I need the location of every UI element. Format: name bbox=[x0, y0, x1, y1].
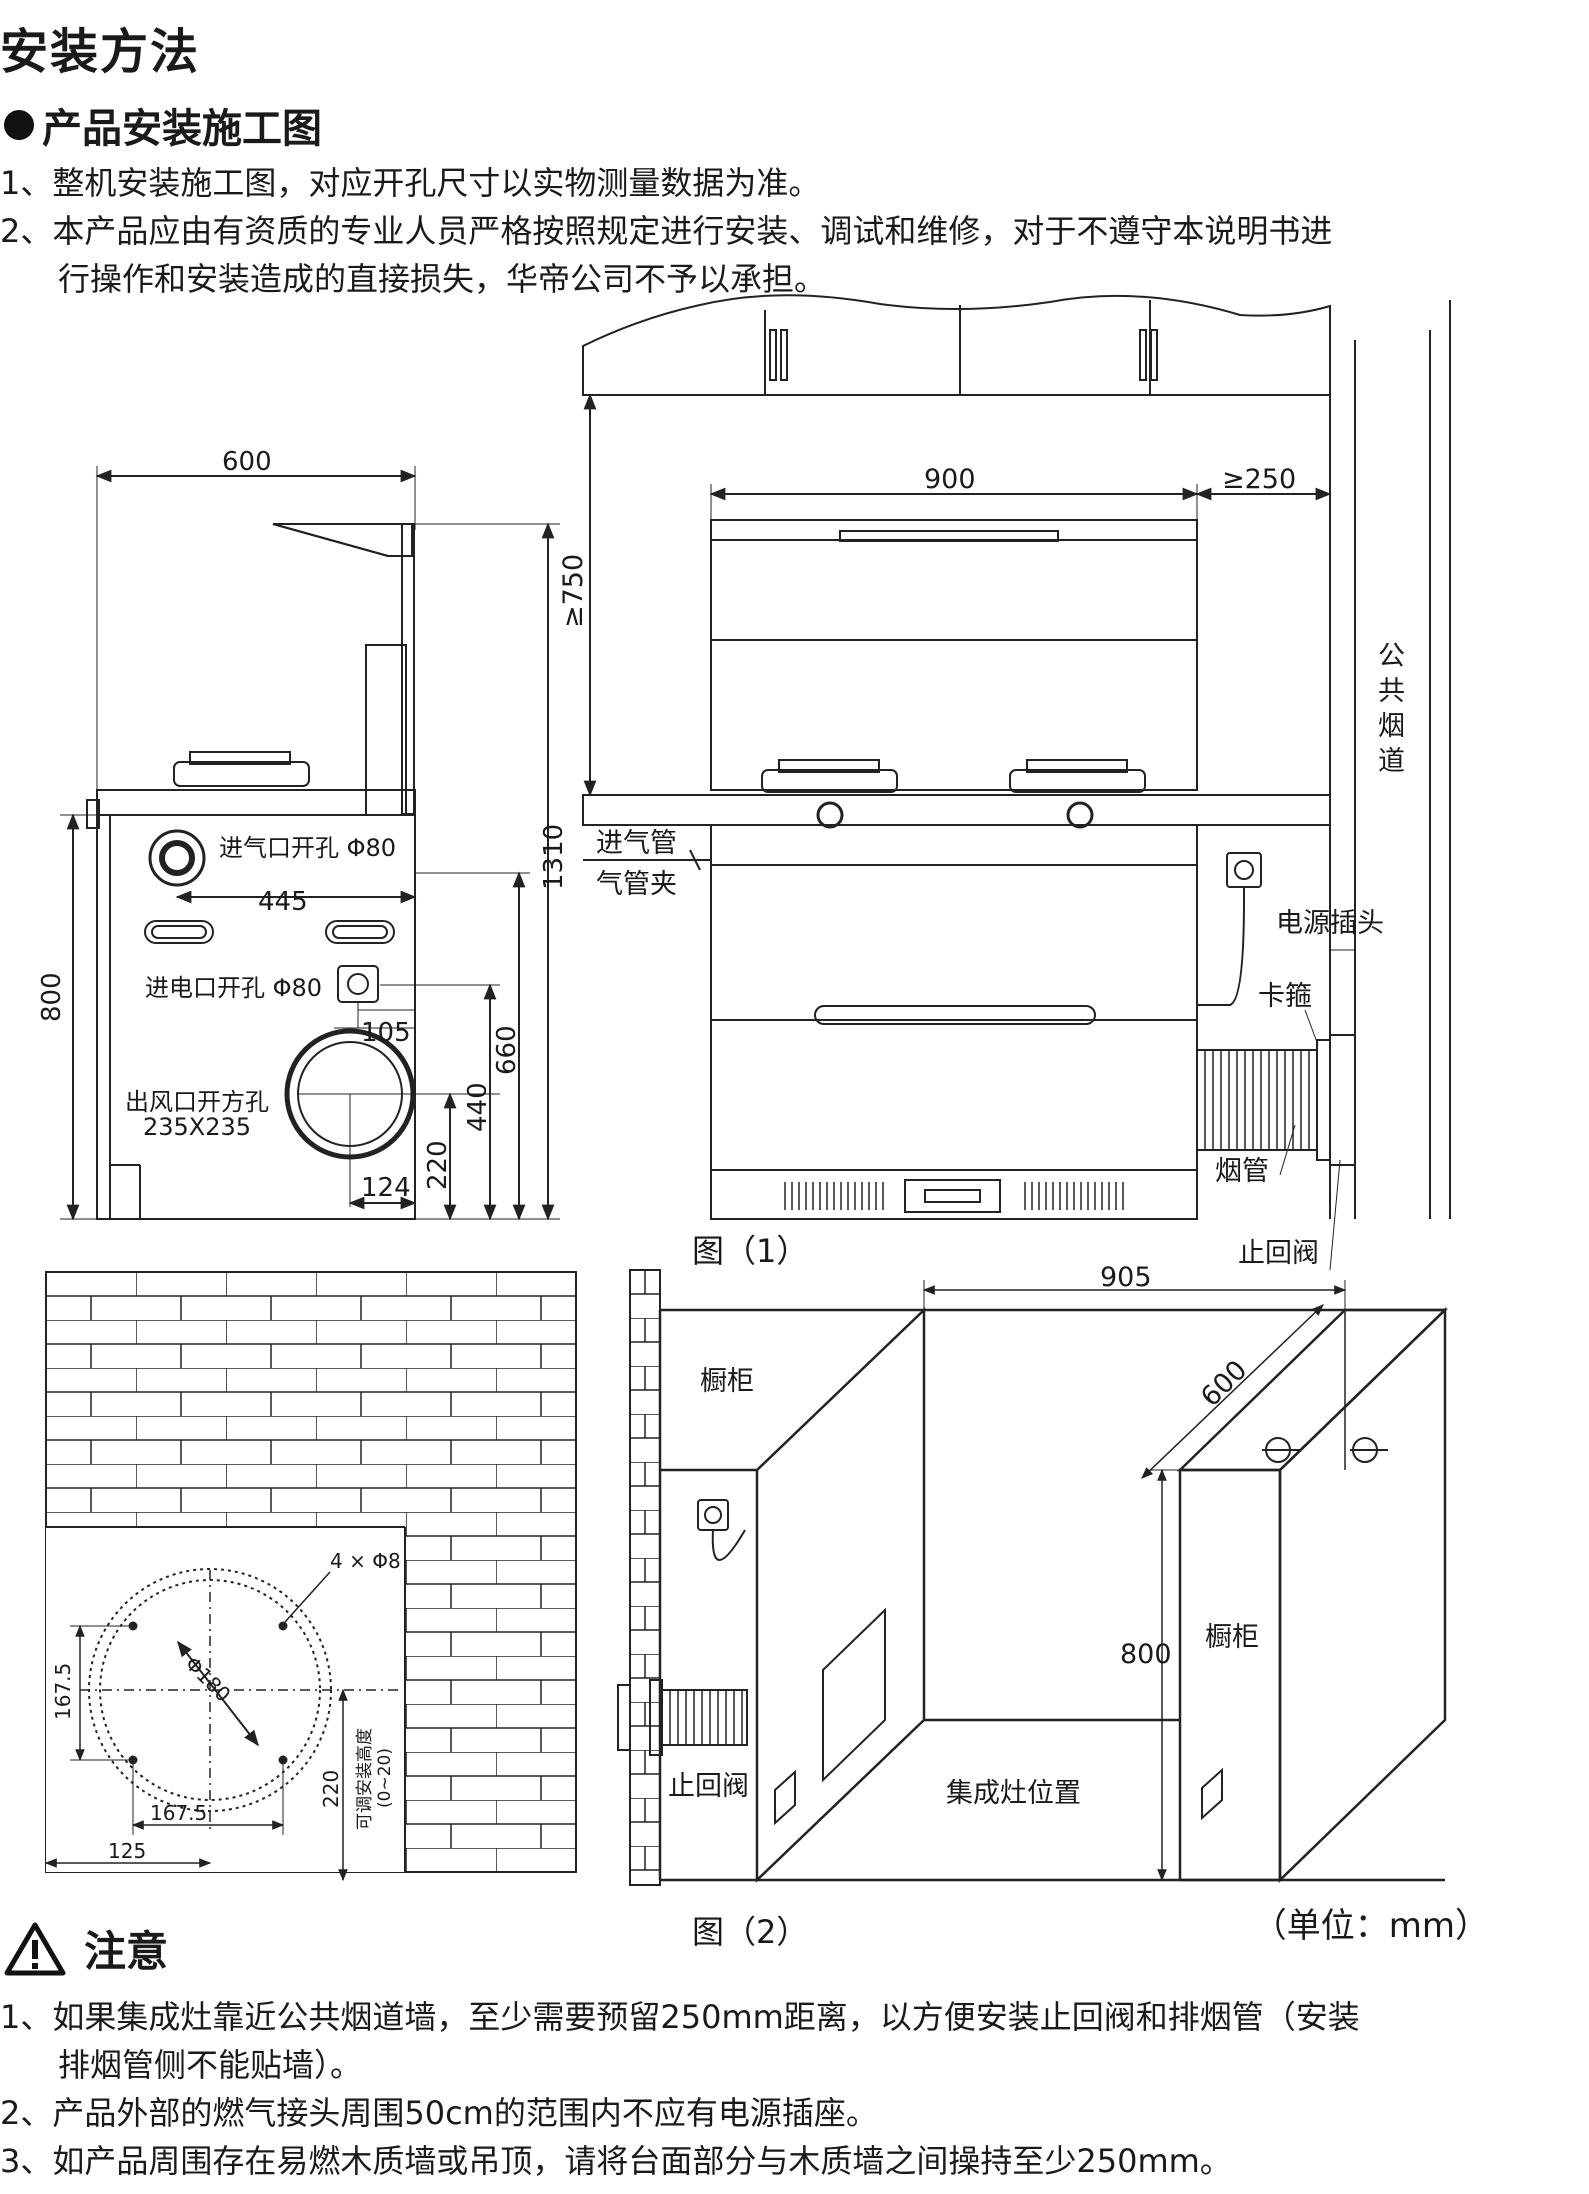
dim-750: ≥750 bbox=[558, 554, 589, 628]
cabinet-left-label: 橱柜 bbox=[700, 1366, 754, 1397]
dim-600: 600 bbox=[222, 447, 272, 477]
page-title: 安装方法 bbox=[0, 24, 201, 80]
notice-title-text: 注意 bbox=[84, 1927, 169, 1976]
dim-220: 220 bbox=[423, 1140, 453, 1190]
dim-445: 445 bbox=[258, 887, 308, 917]
unit-label: （单位：mm） bbox=[1252, 1906, 1489, 1946]
cabinet-right-label: 橱柜 bbox=[1205, 1622, 1259, 1653]
instruction-1: 1、整机安装施工图，对应开孔尺寸以实物测量数据为准。 bbox=[0, 164, 821, 202]
public-flue-3: 烟 bbox=[1378, 711, 1405, 742]
notice-1: 1、如果集成灶靠近公共烟道墙，至少需要预留250mm距离，以方便安装止回阀和排烟… bbox=[0, 1998, 1360, 2036]
front-view bbox=[582, 294, 1451, 1271]
outlet-hole-label: 出风口开方孔 bbox=[125, 1088, 269, 1116]
flue-pipe-label: 烟管 bbox=[1215, 1156, 1269, 1187]
adjust-range-label: (0~20) bbox=[375, 1748, 395, 1808]
front-view-labels: 900 ≥250 ≥750 进气管 气管夹 电源插头 卡箍 烟管 止回阀 公 共… bbox=[558, 464, 1405, 1270]
dim-125: 125 bbox=[108, 1839, 146, 1863]
dim-900: 900 bbox=[924, 464, 976, 495]
dim-124: 124 bbox=[361, 1173, 411, 1203]
dim-105: 105 bbox=[361, 1018, 411, 1048]
instruction-2-cont: 行操作和安装造成的直接损失，华帝公司不予以承担。 bbox=[58, 260, 827, 298]
notice-3: 3、如产品周围存在易燃木质墙或吊顶，请将台面部分与木质墙之间操持至少250mm。 bbox=[0, 2142, 1232, 2180]
dim-gap-250: ≥250 bbox=[1222, 464, 1296, 495]
dim-440: 440 bbox=[463, 1082, 493, 1132]
room-labels: 905 600 800 橱柜 橱柜 止回阀 集成灶位置 图（2） bbox=[668, 1262, 1259, 1951]
stove-position-label: 集成灶位置 bbox=[946, 1778, 1081, 1809]
side-view-labels: 600 445 105 124 800 1310 660 440 220 进气口… bbox=[37, 447, 569, 1203]
dim-800-height: 800 bbox=[1120, 1639, 1172, 1670]
outlet-hole-size: 235X235 bbox=[143, 1113, 251, 1141]
dim-660: 660 bbox=[492, 1025, 522, 1075]
public-flue-4: 道 bbox=[1378, 746, 1405, 777]
fig2-caption: 图（2） bbox=[692, 1913, 808, 1951]
dim-600-depth: 600 bbox=[1195, 1355, 1253, 1413]
public-flue-1: 公 bbox=[1378, 641, 1405, 672]
dim-905: 905 bbox=[1100, 1262, 1152, 1293]
side-view bbox=[60, 466, 560, 1221]
gas-pipe-label: 进气管 bbox=[596, 828, 677, 859]
power-plug-label: 电源插头 bbox=[1276, 908, 1384, 939]
power-hole-label: 进电口开孔 Φ80 bbox=[145, 974, 322, 1002]
pipe-clamp-label: 气管夹 bbox=[596, 869, 677, 900]
bullet-icon bbox=[4, 110, 34, 140]
notice-title: 注意 bbox=[4, 1918, 168, 1979]
notice-2: 2、产品外部的燃气接头周围50cm的范围内不应有电源插座。 bbox=[0, 2094, 878, 2132]
check-valve-label: 止回阀 bbox=[1238, 1238, 1319, 1269]
public-flue-2: 共 bbox=[1378, 676, 1405, 707]
hoop-label: 卡箍 bbox=[1258, 981, 1312, 1012]
wall-detail: 4 × Φ8 Φ180 167.5 167.5 125 220 可调安装高度 (… bbox=[44, 1271, 577, 1882]
check-valve-label-2: 止回阀 bbox=[668, 1771, 749, 1802]
adjust-height-label: 可调安装高度 bbox=[355, 1728, 375, 1830]
room-perspective bbox=[617, 1269, 1449, 1886]
section-title: 产品安装施工图 bbox=[4, 96, 322, 154]
dim-1310: 1310 bbox=[539, 824, 569, 890]
notice-1-cont: 排烟管侧不能贴墙）。 bbox=[58, 2046, 363, 2084]
instruction-2: 2、本产品应由有资质的专业人员严格按照规定进行安装、调试和维修，对于不遵守本说明… bbox=[0, 212, 1333, 250]
fig1-caption: 图（1） bbox=[692, 1232, 808, 1270]
dim-167-5-h: 167.5 bbox=[150, 1801, 207, 1825]
warning-icon bbox=[4, 1922, 66, 1975]
gas-hole-label: 进气口开孔 Φ80 bbox=[219, 834, 396, 862]
dim-220-wall: 220 bbox=[319, 1770, 343, 1808]
section-title-text: 产品安装施工图 bbox=[42, 106, 322, 152]
dim-800: 800 bbox=[37, 972, 67, 1022]
holes-label: 4 × Φ8 bbox=[330, 1549, 401, 1573]
dim-167-5-v: 167.5 bbox=[51, 1663, 75, 1720]
